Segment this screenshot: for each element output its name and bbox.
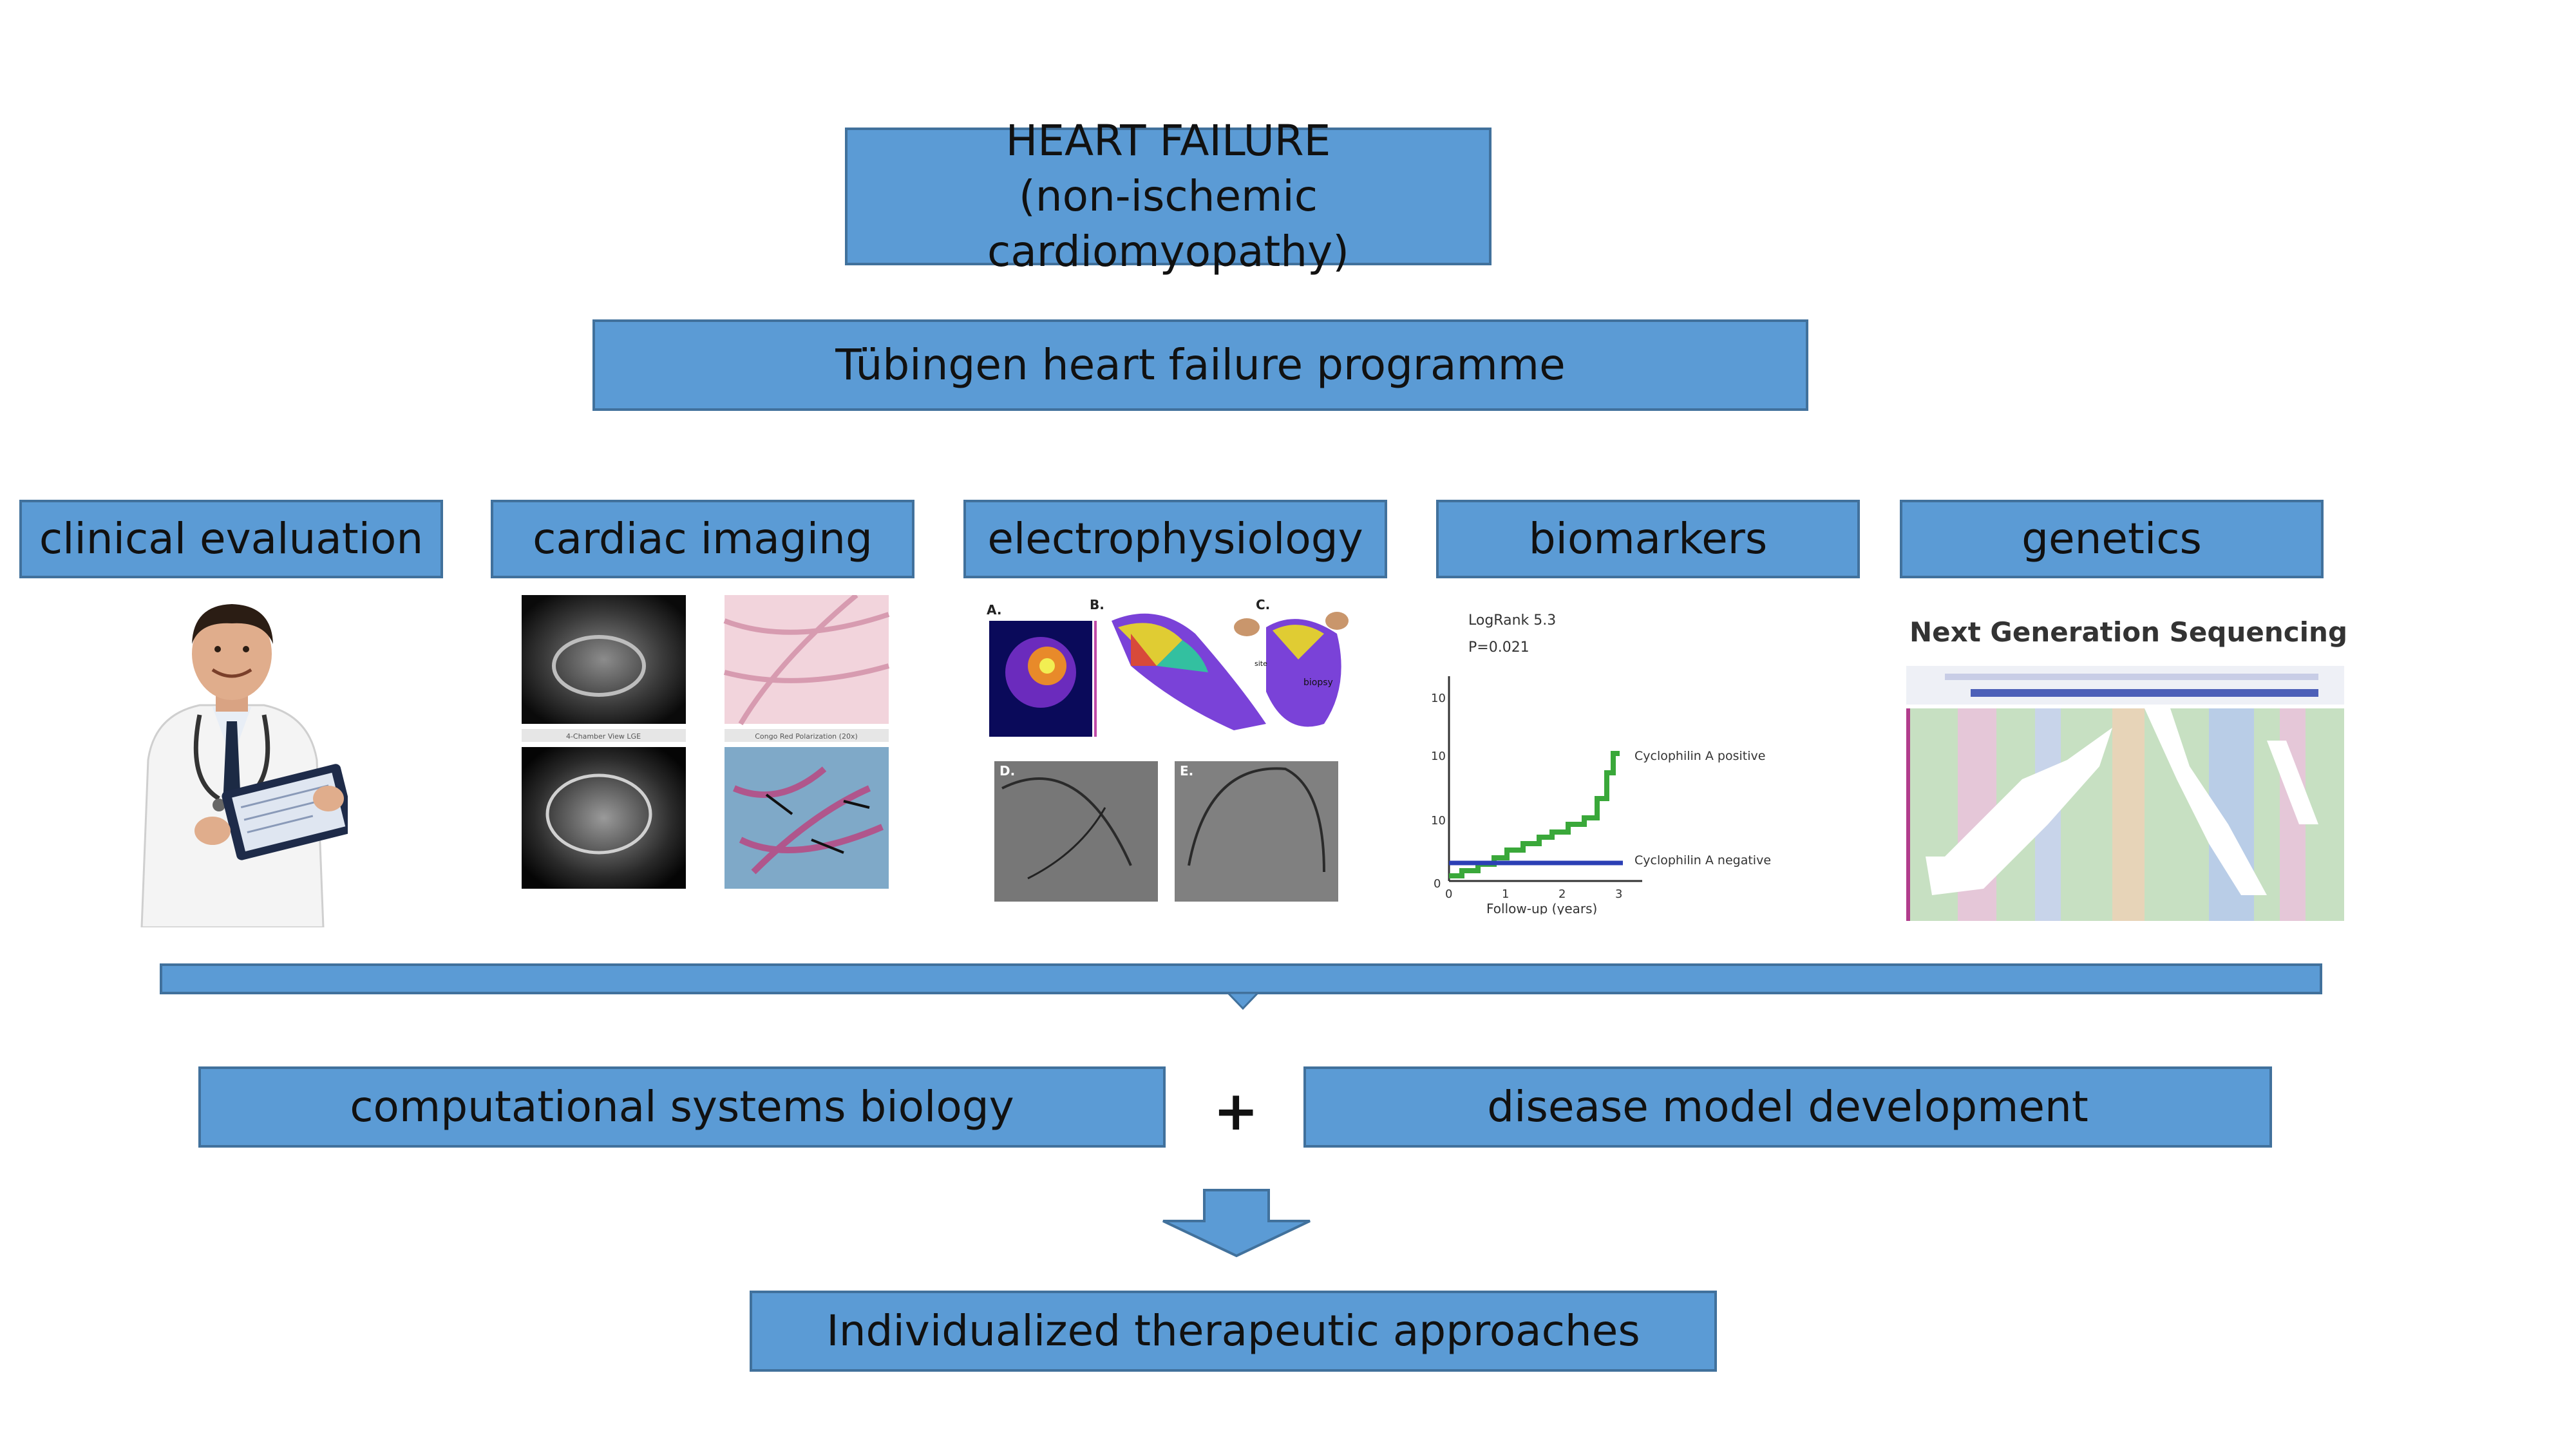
- disease-model-development-label: disease model development: [1487, 1082, 2088, 1132]
- computational-systems-biology-box: computational systems biology: [198, 1066, 1166, 1148]
- individualized-therapeutic-approaches-box: Individualized therapeutic approaches: [750, 1291, 1717, 1372]
- individualized-therapeutic-approaches-label: Individualized therapeutic approaches: [826, 1306, 1640, 1356]
- genetics-ngs-title: Next Generation Sequencing: [1909, 616, 2347, 648]
- ep-label-b: B.: [1090, 597, 1104, 612]
- category-label: genetics: [2022, 514, 2202, 564]
- km-xlabel: Follow-up (years): [1486, 901, 1597, 914]
- connector-bar: [160, 963, 2322, 994]
- ep-label-d: D.: [999, 763, 1015, 779]
- programme-label: Tübingen heart failure programme: [835, 340, 1566, 390]
- ep-biopsy-label: biopsy: [1303, 677, 1333, 688]
- category-biomarkers: biomarkers: [1436, 500, 1860, 578]
- imaging-caption-left: 4-Chamber View LGE: [566, 732, 641, 741]
- km-series-negative-label: Cyclophilin A negative: [1634, 853, 1771, 867]
- doctor-illustration: [140, 604, 348, 927]
- km-logrank-label: LogRank 5.3: [1468, 612, 1556, 629]
- programme-box: Tübingen heart failure programme: [592, 319, 1808, 411]
- km-ytick-0: 0: [1434, 877, 1441, 891]
- title-line-2: (non-ischemic cardiomyopathy): [987, 171, 1349, 276]
- category-electrophysiology: electrophysiology: [963, 500, 1387, 578]
- km-ytick-3: 10: [1431, 692, 1446, 705]
- down-arrow-icon: [1162, 1189, 1311, 1258]
- cardiac-imaging-panels: 4-Chamber View LGE Congo Red Polarizatio…: [522, 595, 890, 889]
- electrophysiology-panels: A. B. C. biopsy site D. E.: [987, 597, 1349, 902]
- connector-arrow-icon: [1227, 992, 1259, 1010]
- ep-site-label: site: [1255, 659, 1267, 668]
- category-label: biomarkers: [1528, 514, 1768, 564]
- category-label: clinical evaluation: [39, 514, 424, 564]
- km-ytick-2: 10: [1431, 750, 1446, 763]
- km-curve-positive: [1449, 751, 1620, 878]
- category-genetics: genetics: [1900, 500, 2324, 578]
- km-xtick-2: 2: [1558, 887, 1566, 901]
- category-label: cardiac imaging: [533, 514, 873, 564]
- ep-label-e: E.: [1180, 763, 1193, 779]
- km-xtick-3: 3: [1615, 887, 1622, 901]
- km-ytick-1: 10: [1431, 814, 1446, 828]
- disease-model-development-box: disease model development: [1303, 1066, 2272, 1148]
- title-box: HEART FAILURE (non-ischemic cardiomyopat…: [845, 116, 1492, 276]
- genetics-ngs-view: Next Generation Sequencing: [1906, 616, 2347, 921]
- biomarker-km-plot: LogRank 5.3 P=0.021 0 10 10 10 0 1 2 3 F…: [1431, 612, 1771, 914]
- km-xtick-1: 1: [1502, 887, 1509, 901]
- plus-sign: +: [1213, 1079, 1259, 1142]
- km-p-value: P=0.021: [1468, 639, 1530, 656]
- computational-systems-biology-label: computational systems biology: [350, 1082, 1014, 1132]
- ep-label-c: C.: [1256, 597, 1270, 612]
- ep-label-a: A.: [987, 602, 1001, 618]
- km-xtick-0: 0: [1445, 887, 1452, 901]
- title-line-1: HEART FAILURE: [1005, 116, 1331, 166]
- category-label: electrophysiology: [987, 514, 1363, 564]
- km-series-positive-label: Cyclophilin A positive: [1634, 749, 1765, 763]
- category-cardiac-imaging: cardiac imaging: [491, 500, 914, 578]
- imaging-caption-right: Congo Red Polarization (20x): [755, 732, 858, 741]
- category-clinical-evaluation: clinical evaluation: [19, 500, 443, 578]
